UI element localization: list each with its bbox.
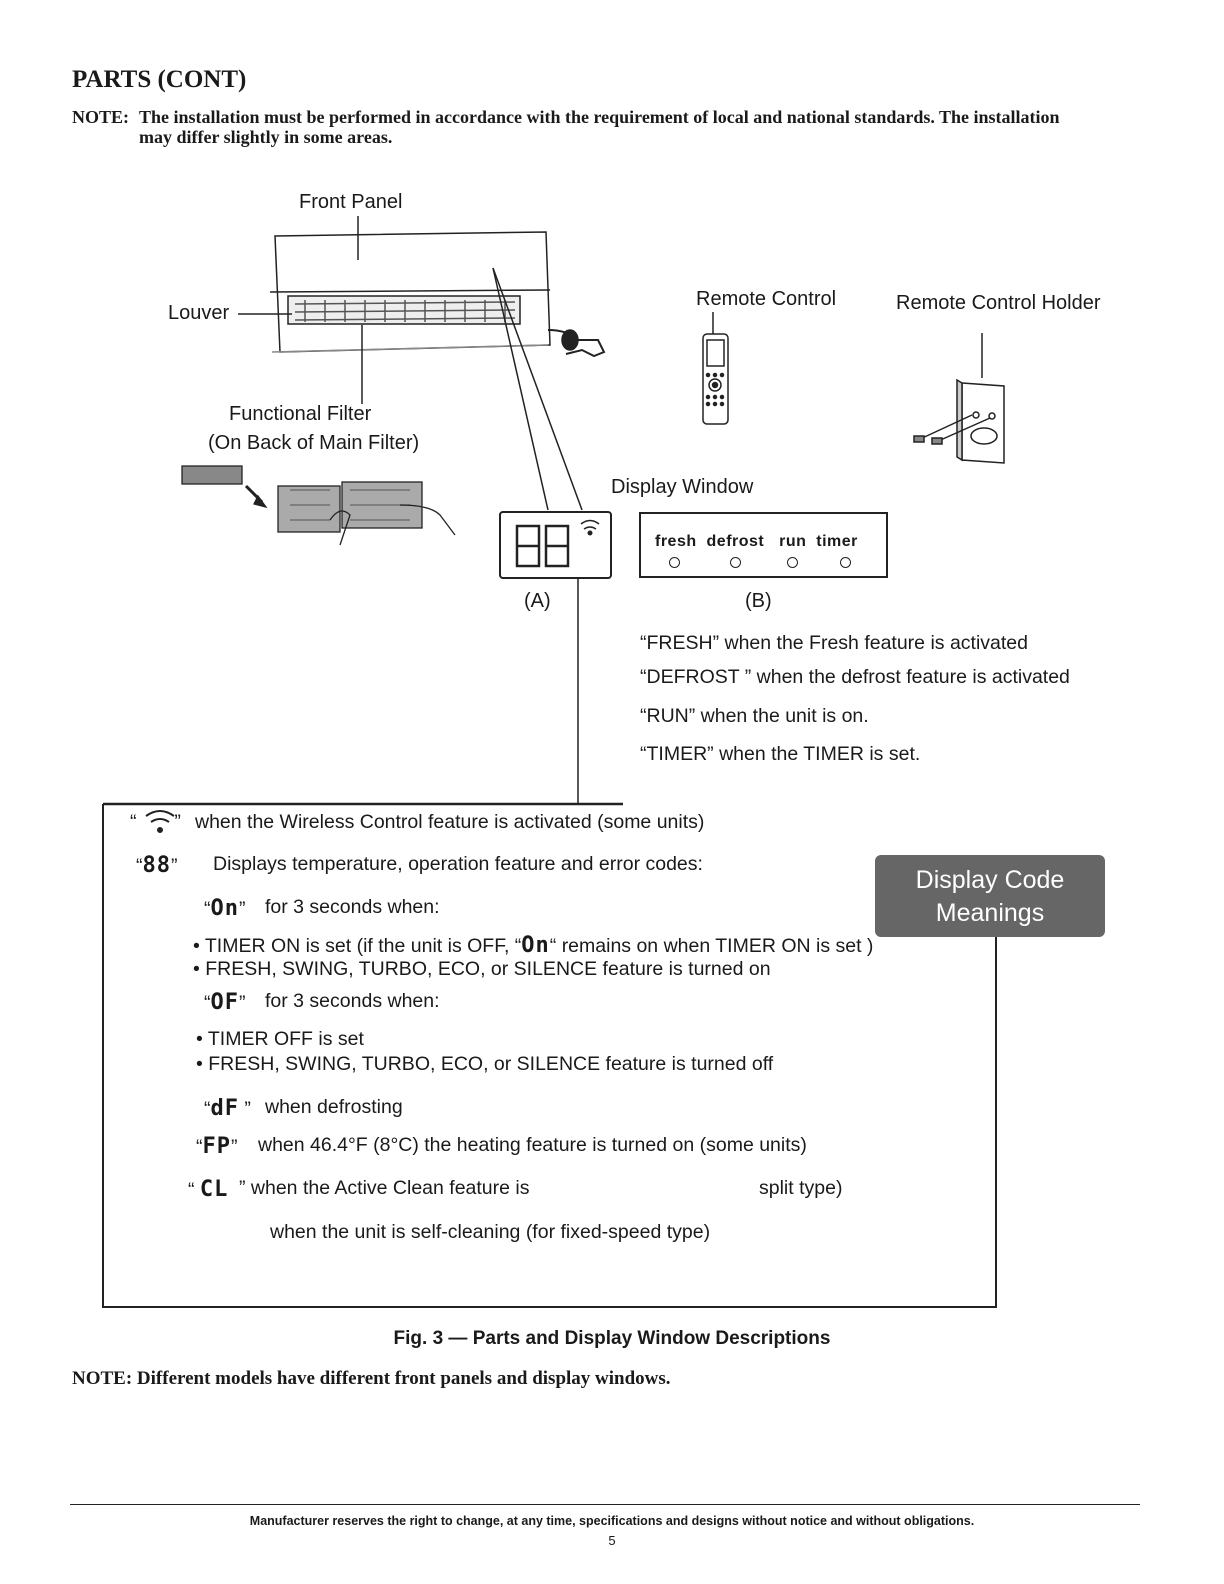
code-on-row: “On” — [204, 896, 246, 921]
badge-line-1: Display Code — [915, 866, 1065, 894]
display-b — [639, 512, 888, 578]
code-cl-tail: split type) — [759, 1177, 843, 1199]
footer-disclaimer: Manufacturer reserves the right to chang… — [249, 1514, 975, 1528]
on-bullet-1: • TIMER ON is set (if the unit is OFF, “… — [193, 933, 874, 958]
code-fp: FP — [202, 1134, 231, 1159]
models-note: NOTE: Different models have different fr… — [72, 1368, 671, 1389]
badge-line-2: Meanings — [935, 899, 1045, 927]
fresh-description: “FRESH” when the Fresh feature is activa… — [640, 632, 1028, 654]
display-window-label: Display Window — [611, 476, 754, 498]
functional-filter-sublabel: (On Back of Main Filter) — [208, 432, 420, 454]
page-number: 5 — [608, 1533, 616, 1548]
code-cl-row: “ CL — [188, 1177, 229, 1202]
code-on: On — [210, 896, 239, 921]
code-fp-description: when 46.4°F (8°C) the heating feature is… — [258, 1134, 807, 1156]
code-88-description: Displays temperature, operation feature … — [213, 853, 703, 875]
code-df-description: when defrosting — [265, 1096, 403, 1118]
code-of-description: for 3 seconds when: — [265, 990, 440, 1012]
remote-holder-illustration — [913, 378, 1005, 464]
code-of-row: “OF” — [204, 990, 246, 1015]
note-text: The installation must be performed in ac… — [139, 107, 1060, 147]
remote-control-holder-label: Remote Control Holder — [896, 292, 1101, 314]
note-label: NOTE: — [72, 107, 130, 127]
code-cl-description: ” when the Active Clean feature is — [239, 1177, 530, 1199]
code-of: OF — [210, 990, 239, 1015]
code-df: dF — [210, 1096, 239, 1121]
indicator-light-run — [787, 557, 798, 568]
display-code-meanings-badge: Display Code Meanings — [875, 855, 1105, 937]
run-description: “RUN” when the unit is on. — [640, 705, 869, 727]
indicator-defrost: defrost — [706, 533, 765, 550]
code-on-description: for 3 seconds when: — [265, 896, 440, 918]
indicator-labels: fresh defrost run timer — [655, 533, 858, 551]
timer-description: “TIMER” when the TIMER is set. — [640, 743, 921, 765]
functional-filter-label: Functional Filter — [229, 403, 372, 425]
indicator-light-defrost — [730, 557, 741, 568]
of-bullet-1: • TIMER OFF is set — [196, 1028, 364, 1050]
indicator-timer: timer — [816, 533, 858, 550]
of-bullet-2: • FRESH, SWING, TURBO, ECO, or SILENCE f… — [196, 1053, 774, 1075]
display-a-label: (A) — [524, 590, 551, 612]
code-cl: CL — [199, 1177, 229, 1202]
remote-control-illustration — [702, 333, 729, 425]
display-a — [499, 511, 612, 579]
code-88: 88 — [142, 853, 171, 878]
wifi-description: when the Wireless Control feature is act… — [195, 811, 705, 833]
wifi-quote: “ ” — [130, 811, 181, 833]
indicator-light-fresh — [669, 557, 680, 568]
indoor-unit-illustration — [269, 231, 606, 358]
filter-illustration — [181, 465, 456, 546]
wifi-icon — [145, 810, 175, 833]
indicator-light-timer — [840, 557, 851, 568]
display-b-label: (B) — [745, 590, 772, 612]
remote-control-label: Remote Control — [696, 288, 837, 310]
page-title: PARTS (CONT) — [72, 66, 247, 93]
indicator-fresh: fresh — [655, 533, 697, 550]
code-df-row: “dF ” — [204, 1096, 251, 1121]
louver-label: Louver — [168, 302, 230, 324]
front-panel-label: Front Panel — [299, 191, 403, 213]
code-cl-description-2: when the unit is self-cleaning (for fixe… — [270, 1221, 711, 1243]
code-on-inline: On — [521, 933, 550, 958]
figure-caption: Fig. 3 — Parts and Display Window Descri… — [393, 1328, 831, 1349]
code-fp-row: “FP” — [196, 1134, 238, 1159]
code-88-row: “88” — [136, 853, 178, 878]
footer-rule — [70, 1504, 1140, 1505]
defrost-description: “DEFROST ” when the defrost feature is a… — [640, 666, 1070, 688]
on-bullet-2: • FRESH, SWING, TURBO, ECO, or SILENCE f… — [193, 958, 771, 980]
indicator-run: run — [779, 533, 807, 550]
